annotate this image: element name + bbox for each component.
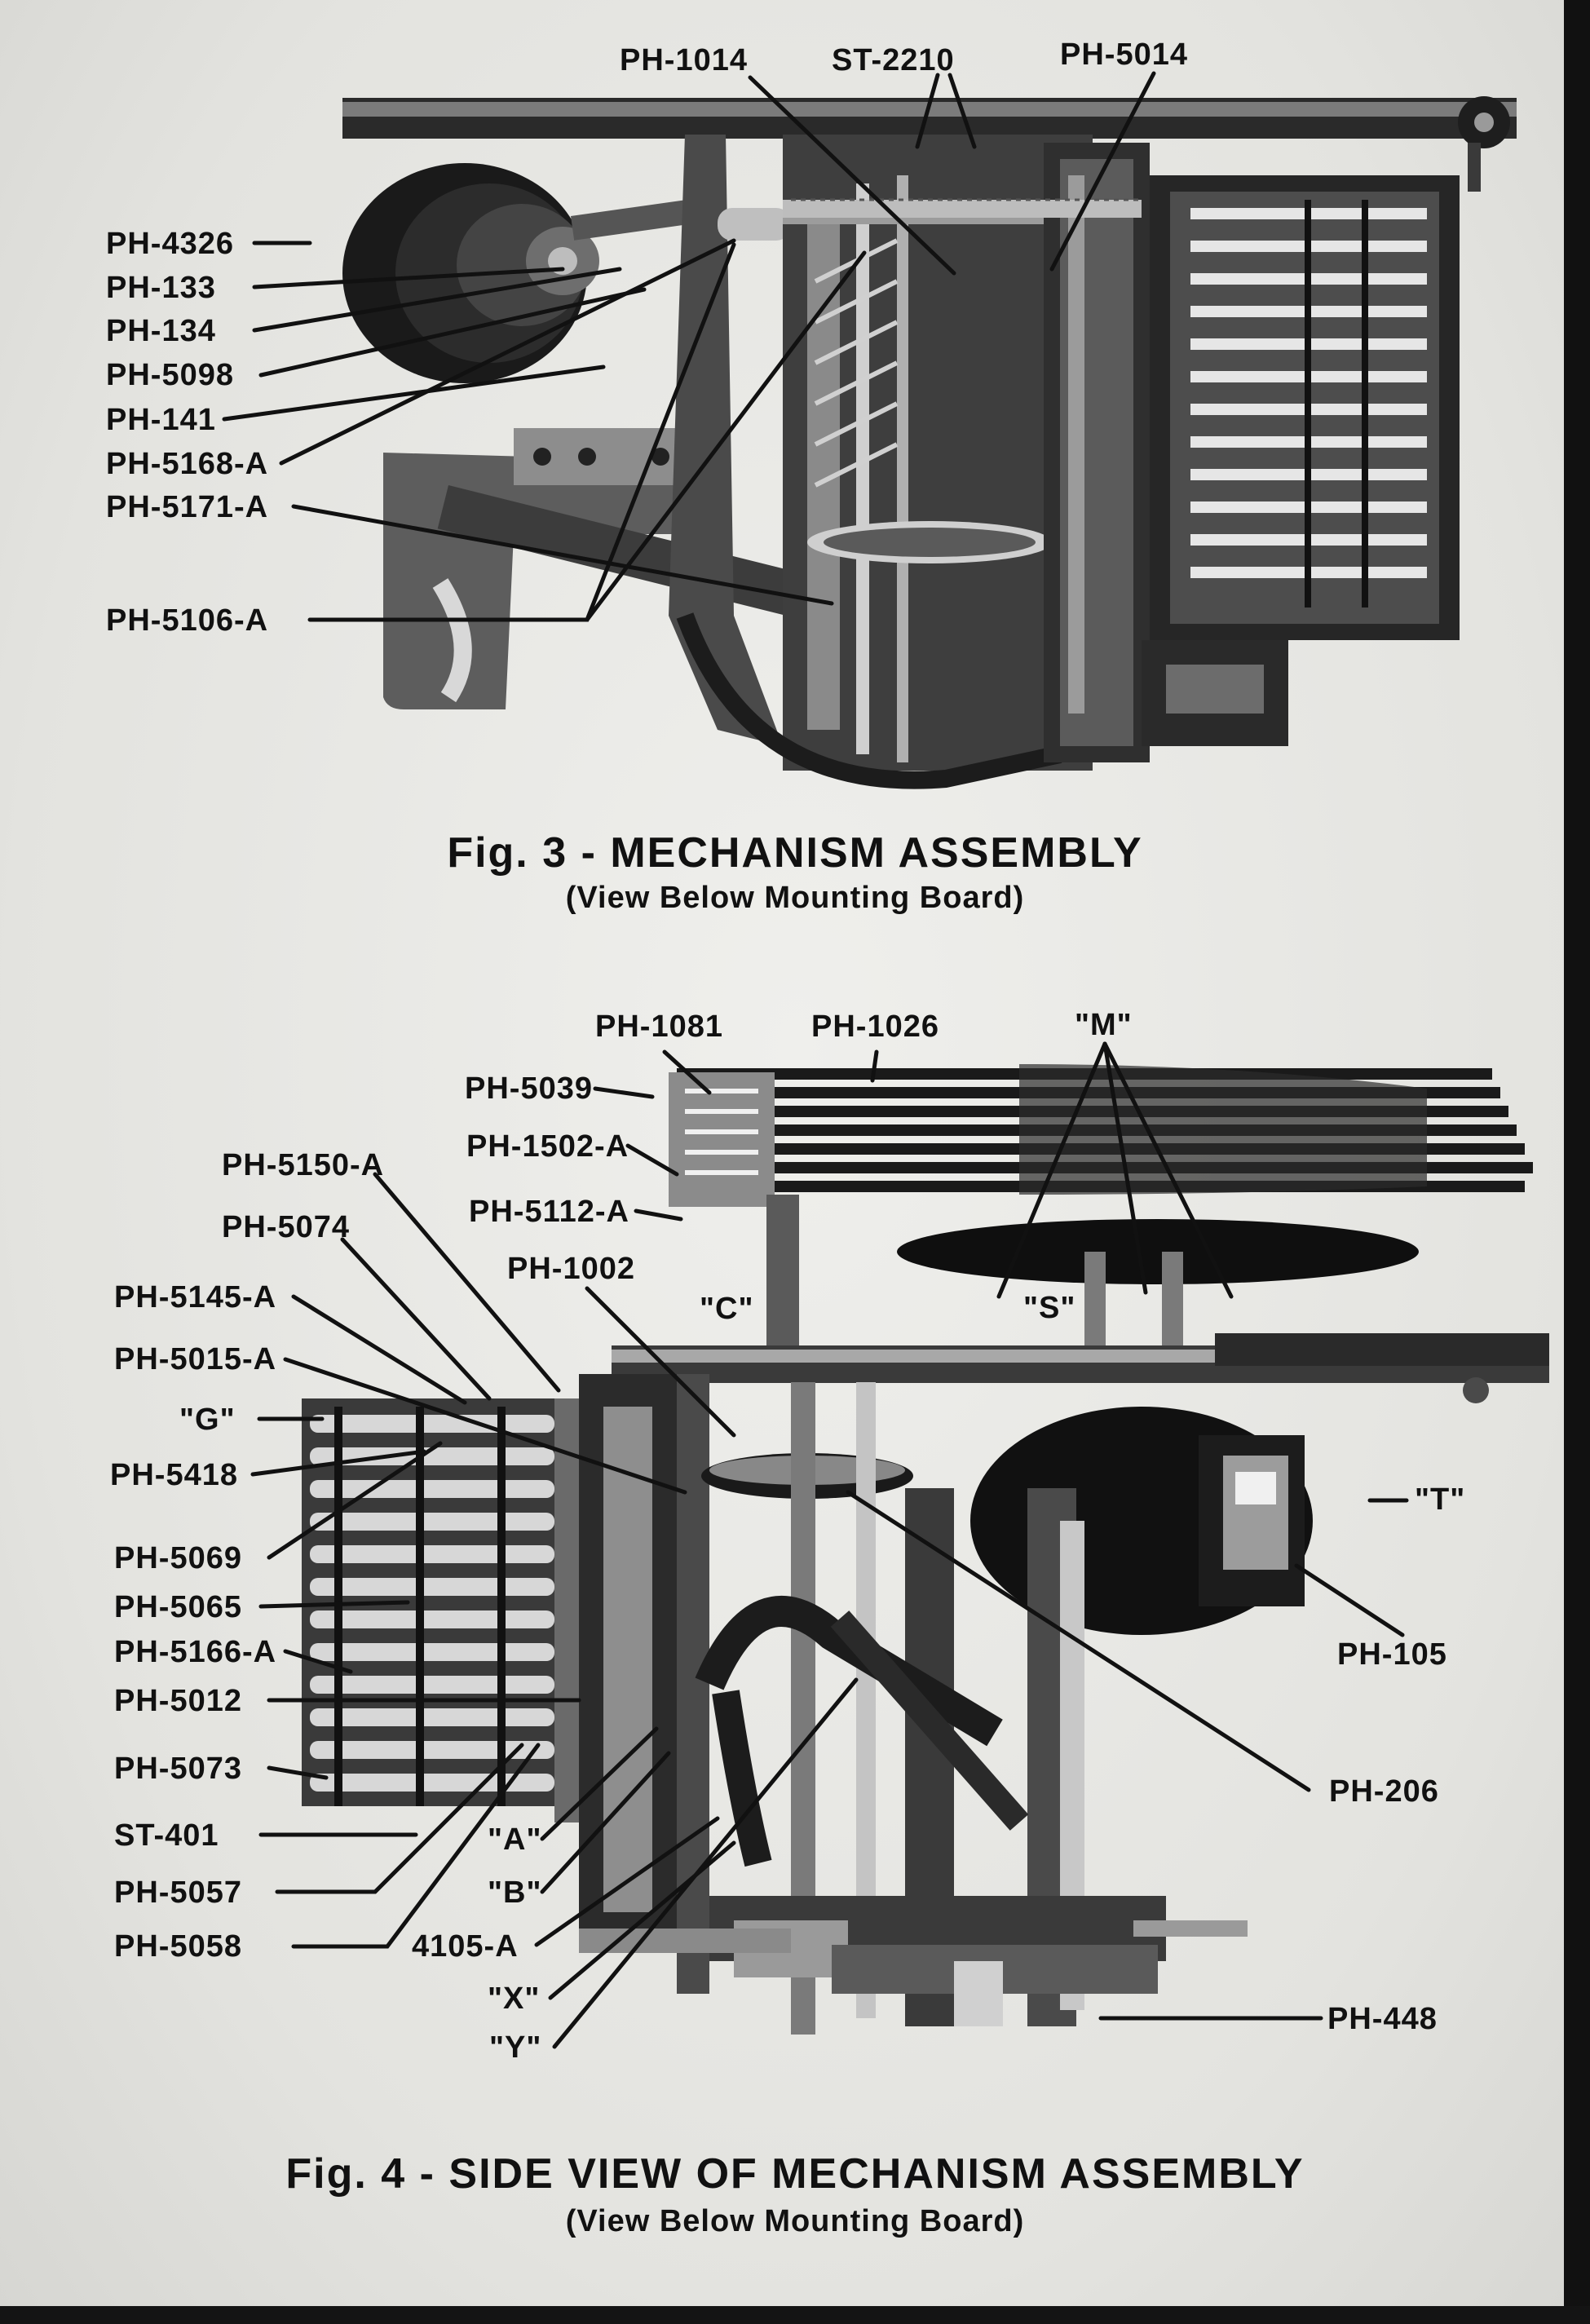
- fig4-caption: Fig. 4 - SIDE VIEW OF MECHANISM ASSEMBLY: [285, 2150, 1305, 2198]
- fig4-label: PH-5166-A: [114, 1635, 277, 1669]
- fig4-label: PH-5150-A: [222, 1148, 385, 1182]
- fig3-label: PH-141: [106, 403, 216, 437]
- fig4-label: PH-5058: [114, 1929, 242, 1964]
- fig4-label: PH-5039: [465, 1071, 593, 1106]
- fig3-label: PH-5106-A: [106, 603, 269, 638]
- fig4-label: "C": [700, 1292, 754, 1326]
- fig4-label: 4105-A: [412, 1929, 519, 1964]
- fig4-label: "B": [488, 1876, 542, 1910]
- fig4-subcaption: (View Below Mounting Board): [565, 2204, 1025, 2238]
- fig3-caption: Fig. 3 - MECHANISM ASSEMBLY: [447, 829, 1143, 877]
- fig4-label: PH-5015-A: [114, 1342, 277, 1376]
- fig4-label: ST-401: [114, 1818, 219, 1853]
- fig4-label: PH-1002: [507, 1252, 635, 1286]
- fig3-label: PH-5014: [1060, 38, 1188, 72]
- fig4-label: "X": [488, 1982, 541, 2016]
- fig4-label: PH-5112-A: [469, 1195, 629, 1229]
- fig4-label: PH-1026: [811, 1010, 939, 1044]
- fig4-label: PH-105: [1337, 1637, 1447, 1672]
- fig4-label: PH-5069: [114, 1541, 242, 1575]
- fig4-label: PH-5065: [114, 1590, 242, 1624]
- fig4-label: "Y": [489, 2030, 542, 2065]
- fig4-label: PH-5418: [110, 1458, 238, 1492]
- fig3-subcaption: (View Below Mounting Board): [565, 881, 1025, 915]
- scan-edge-bottom: [0, 2306, 1590, 2324]
- fig4-label: "M": [1075, 1008, 1133, 1042]
- fig4-label: PH-5145-A: [114, 1280, 277, 1314]
- fig3-label: PH-1014: [620, 43, 748, 77]
- fig3-label: PH-4326: [106, 227, 234, 261]
- fig3-label: PH-5098: [106, 358, 234, 392]
- fig4-label: PH-5057: [114, 1876, 242, 1910]
- fig4-label: PH-5012: [114, 1684, 242, 1718]
- fig3-photo: [326, 77, 1533, 803]
- fig4-label: PH-1502-A: [466, 1129, 629, 1164]
- fig4-label: PH-5073: [114, 1752, 242, 1786]
- fig4-label: "S": [1023, 1291, 1076, 1325]
- fig3-label: PH-5168-A: [106, 447, 269, 481]
- fig3-label: PH-5171-A: [106, 490, 269, 524]
- fig4-label: PH-1081: [595, 1010, 723, 1044]
- fig3-label: PH-133: [106, 271, 216, 305]
- fig3-label: PH-134: [106, 314, 216, 348]
- scan-edge-right: [1564, 0, 1590, 2324]
- fig4-label: "A": [488, 1823, 542, 1857]
- fig4-label: "G": [179, 1403, 236, 1437]
- fig4-label: PH-448: [1327, 2002, 1438, 2036]
- fig4-label: "T": [1415, 1482, 1466, 1517]
- fig4-label: PH-5074: [222, 1210, 350, 1244]
- fig3-label: ST-2210: [832, 43, 955, 77]
- fig4-label: PH-206: [1329, 1774, 1439, 1809]
